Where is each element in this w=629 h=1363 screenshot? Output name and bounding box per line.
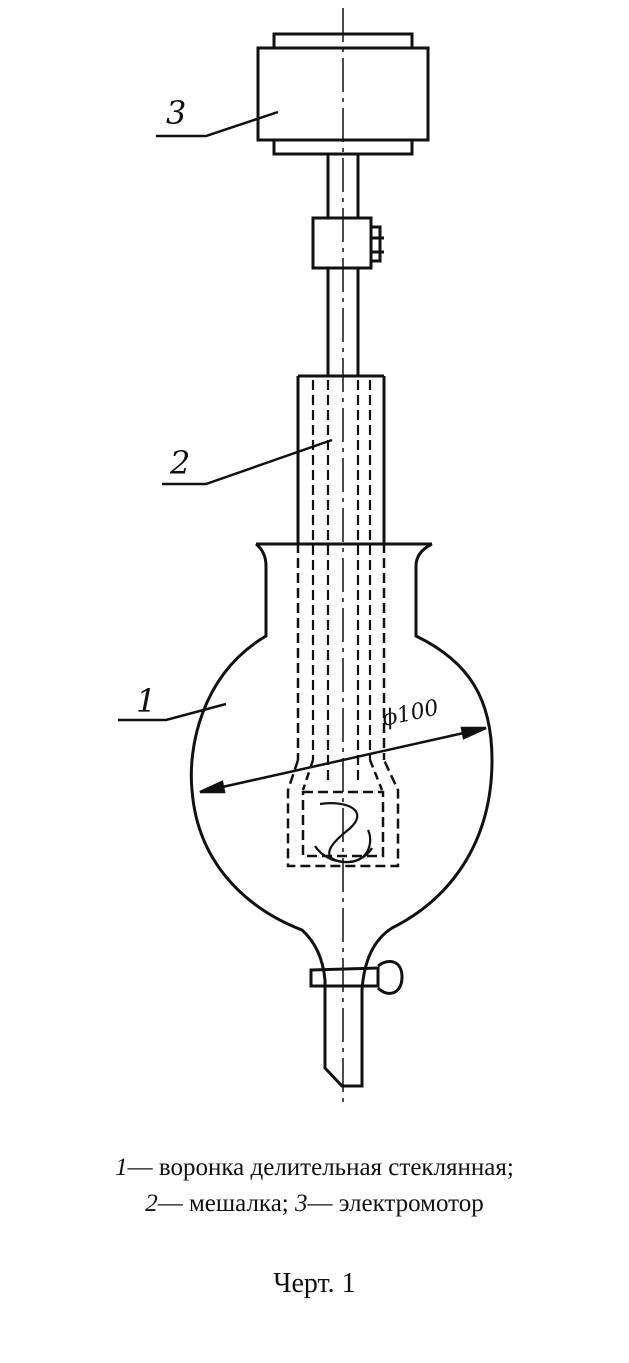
diameter-dimension xyxy=(199,726,487,794)
shaft-coupling xyxy=(311,216,384,270)
figure-label: Черт. 1 xyxy=(273,1268,356,1299)
stirrer-number-label: 2 xyxy=(169,444,190,482)
legend-item3-text: — электромотор xyxy=(307,1190,484,1217)
separating-funnel xyxy=(189,542,494,1088)
motor-number-label: 3 xyxy=(166,94,186,132)
diameter-label: ϕ100 xyxy=(380,696,441,732)
funnel-number-label: 1 xyxy=(136,682,156,720)
legend-item2-text: — мешалка; xyxy=(157,1190,289,1217)
callout-leaders xyxy=(118,110,333,722)
legend-line-2: 2— мешалка; 3— электромотор xyxy=(0,1186,629,1222)
stirrer-tube xyxy=(296,374,386,760)
stopcock xyxy=(309,959,404,995)
electric-motor xyxy=(256,32,430,156)
legend-item1-number: 1 xyxy=(115,1154,128,1181)
legend-item3-number: 3 xyxy=(295,1190,308,1217)
legend-item2-number: 2 xyxy=(145,1190,158,1217)
legend-line-1: 1— воронка делительная стеклянная; xyxy=(0,1150,629,1186)
stirrer-paddle xyxy=(286,759,400,868)
legend-item1-text: — воронка делительная стеклянная; xyxy=(127,1154,514,1181)
motor-shaft xyxy=(326,154,360,376)
stirrer-inner-rods xyxy=(311,380,372,780)
figure-legend: 1— воронка делительная стеклянная; 2— ме… xyxy=(0,1150,629,1222)
